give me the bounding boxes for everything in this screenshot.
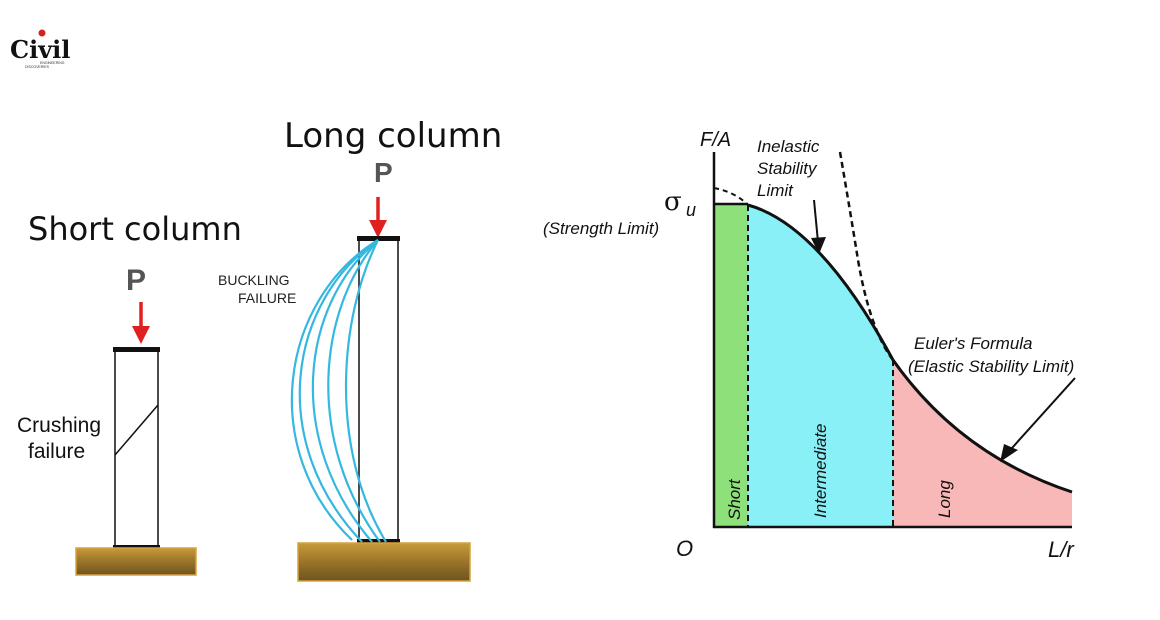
y-axis-label: F/A: [700, 129, 731, 151]
inelastic-label-line3: Limit: [757, 181, 794, 200]
short-load-label: P: [126, 264, 146, 297]
euler-extension-top: [838, 151, 894, 361]
inelastic-label-line2: Stability: [757, 159, 818, 178]
column-strength-graph: F/A L/r O σ u (Strength Limit) Inelastic…: [543, 129, 1076, 562]
long-column-figure: Long column P BUCKLING FAILURE: [218, 116, 502, 582]
origin-label: O: [676, 536, 693, 561]
long-column-base: [297, 542, 471, 582]
long-column-title: Long column: [284, 116, 502, 156]
buckling-curves: [290, 239, 387, 543]
logo: Civil ENGINEERING DISCOVERIES: [10, 29, 70, 69]
euler-arrow-icon: [1000, 377, 1076, 462]
euler-label-line1: Euler's Formula: [914, 334, 1033, 353]
long-column-body: [358, 237, 399, 544]
short-load-arrow-icon: [132, 302, 150, 344]
sigma-subscript: u: [686, 200, 696, 220]
crushing-label-line2: failure: [28, 440, 85, 463]
inelastic-arrow-icon: [811, 199, 826, 254]
long-region: [893, 360, 1072, 527]
logo-text: Civil: [10, 35, 70, 64]
logo-subtext-a: ENGINEERING: [40, 61, 65, 65]
intermediate-region: [748, 205, 893, 527]
x-axis-label: L/r: [1048, 537, 1075, 562]
short-column-figure: Short column P Crushing failure: [17, 210, 242, 576]
short-column-top-cap: [113, 347, 160, 352]
long-column-bottom-cap: [357, 539, 400, 545]
logo-mark-icon: [38, 29, 46, 37]
region-short-label: Short: [725, 478, 744, 520]
buckling-label-line2: FAILURE: [238, 290, 296, 306]
inelastic-label-line1: Inelastic: [757, 137, 820, 156]
short-column-title: Short column: [28, 210, 242, 248]
long-load-label: P: [374, 157, 393, 188]
short-region: [714, 205, 748, 527]
crushing-failure-plane: [114, 404, 159, 456]
logo-subtext-b: DISCOVERIES: [25, 65, 50, 69]
crushing-label-line1: Crushing: [17, 414, 101, 437]
buckling-label-line1: BUCKLING: [218, 272, 290, 288]
euler-extension-left: [713, 187, 749, 206]
short-column-base: [75, 547, 197, 576]
long-column-top-cap: [357, 236, 400, 241]
euler-label-line2: (Elastic Stability Limit): [908, 357, 1074, 376]
strength-limit-label: (Strength Limit): [543, 219, 659, 238]
region-long-label: Long: [935, 480, 954, 518]
region-intermediate-label: Intermediate: [811, 424, 830, 519]
sigma-symbol: σ: [664, 187, 682, 217]
long-load-arrow-icon: [369, 197, 387, 238]
euler-curve: [891, 359, 1073, 494]
